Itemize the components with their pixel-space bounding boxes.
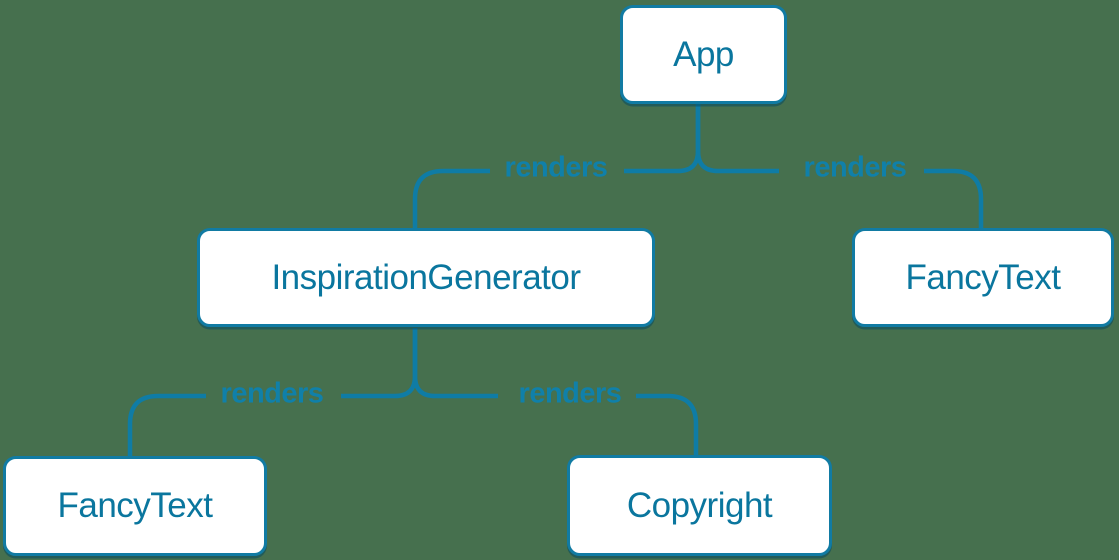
node-inspiration-generator: InspirationGenerator xyxy=(197,228,655,327)
edge-inspirationgenerator-copyright-drop xyxy=(636,393,699,456)
node-app: App xyxy=(620,5,787,104)
node-fancy-text-left: FancyText xyxy=(3,456,267,556)
node-app-label: App xyxy=(673,34,734,74)
node-inspiration-generator-label: InspirationGenerator xyxy=(271,257,581,297)
edge-label-app-inspirationgenerator: renders xyxy=(504,151,608,184)
edge-inspirationgenerator-copyright-stem xyxy=(412,328,498,399)
edge-inspirationgenerator-fancytext-stem xyxy=(341,328,418,399)
edge-app-fancytext-drop xyxy=(924,168,984,229)
node-copyright: Copyright xyxy=(567,455,832,556)
node-fancy-text-left-label: FancyText xyxy=(57,486,214,525)
edge-inspirationgenerator-fancytext-drop xyxy=(127,393,206,457)
edge-app-inspirationgenerator-stem xyxy=(624,103,701,174)
node-copyright-label: Copyright xyxy=(626,485,773,525)
edge-app-inspirationgenerator-drop xyxy=(412,168,490,229)
edge-label-inspirationgenerator-copyright: renders xyxy=(518,377,622,410)
node-fancy-text-right-label: FancyText xyxy=(905,257,1062,297)
node-fancy-text-right: FancyText xyxy=(852,228,1114,327)
edge-label-inspirationgenerator-fancytext: renders xyxy=(220,377,324,410)
edge-label-app-fancytext: renders xyxy=(803,151,907,184)
edge-app-fancytext-stem xyxy=(695,103,779,174)
